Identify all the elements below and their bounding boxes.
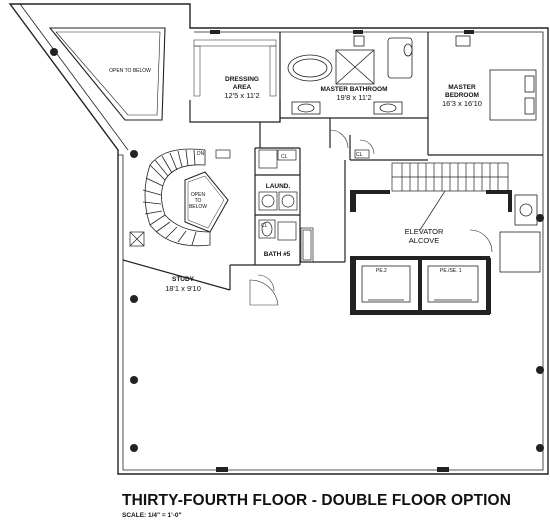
open-to-below-stair-label-3: BELOW <box>189 204 207 210</box>
master-bathroom-label: MASTER BATHROOM <box>320 86 387 93</box>
column <box>50 48 58 56</box>
door-swings <box>249 129 493 306</box>
column <box>130 444 138 452</box>
column <box>130 295 138 303</box>
study-size: 18'1 x 9'10 <box>165 284 201 293</box>
study-label: STUDY <box>172 276 195 283</box>
window-marks <box>210 30 474 472</box>
stair-down-label: DN <box>197 151 205 157</box>
master-bed <box>455 35 537 121</box>
open-to-below-top-label: OPEN TO BELOW <box>109 68 151 74</box>
plan-title: THIRTY-FOURTH FLOOR - DOUBLE FLOOR OPTIO… <box>122 492 511 509</box>
exterior-walls <box>8 3 549 475</box>
column <box>130 376 138 384</box>
straight-staircase <box>391 162 509 231</box>
column <box>130 150 138 158</box>
dressing-area-size: 12'5 x 11'2 <box>224 91 259 100</box>
closet-label: CL <box>356 152 363 158</box>
column <box>536 444 544 452</box>
column <box>536 366 544 374</box>
master-bedroom-label-2: BEDROOM <box>445 92 479 99</box>
master-bathroom-size: 19'8 x 11'2 <box>336 93 371 102</box>
master-bedroom-label: MASTER <box>448 84 476 91</box>
master-bath-fixtures <box>287 35 413 115</box>
open-to-below-stair-label: OPEN <box>191 192 206 198</box>
master-bedroom-size: 16'3 x 16'10 <box>442 99 482 108</box>
elevator-pe2-label: PE.2 <box>376 268 387 274</box>
core-walls <box>350 190 512 315</box>
dressing-area-label: DRESSING <box>225 76 259 83</box>
elevator-alcove-label-2: ALCOVE <box>409 236 439 245</box>
elevator-pe-se1-label: PE./SE. 1 <box>440 268 462 274</box>
column <box>536 214 544 222</box>
closet-label: CL <box>261 223 268 229</box>
dressing-area-label-2: AREA <box>233 84 252 91</box>
interior-walls <box>122 32 543 291</box>
elevators <box>361 194 541 303</box>
bath5-label: BATH #5 <box>264 251 291 258</box>
elevator-alcove-label: ELEVATOR <box>405 227 444 236</box>
service-fixtures <box>129 149 370 263</box>
dressing-closets <box>193 39 277 97</box>
structural-columns <box>50 48 544 452</box>
plan-scale: SCALE: 1/4" = 1'-0" <box>122 512 182 519</box>
open-to-below-top-area: OPEN TO BELOW <box>48 27 166 121</box>
closet-label: CL <box>281 154 288 160</box>
laundry-label: LAUND. <box>266 183 291 190</box>
spiral-staircase <box>142 148 229 247</box>
open-to-below-stair-label-2: TO <box>195 198 202 204</box>
